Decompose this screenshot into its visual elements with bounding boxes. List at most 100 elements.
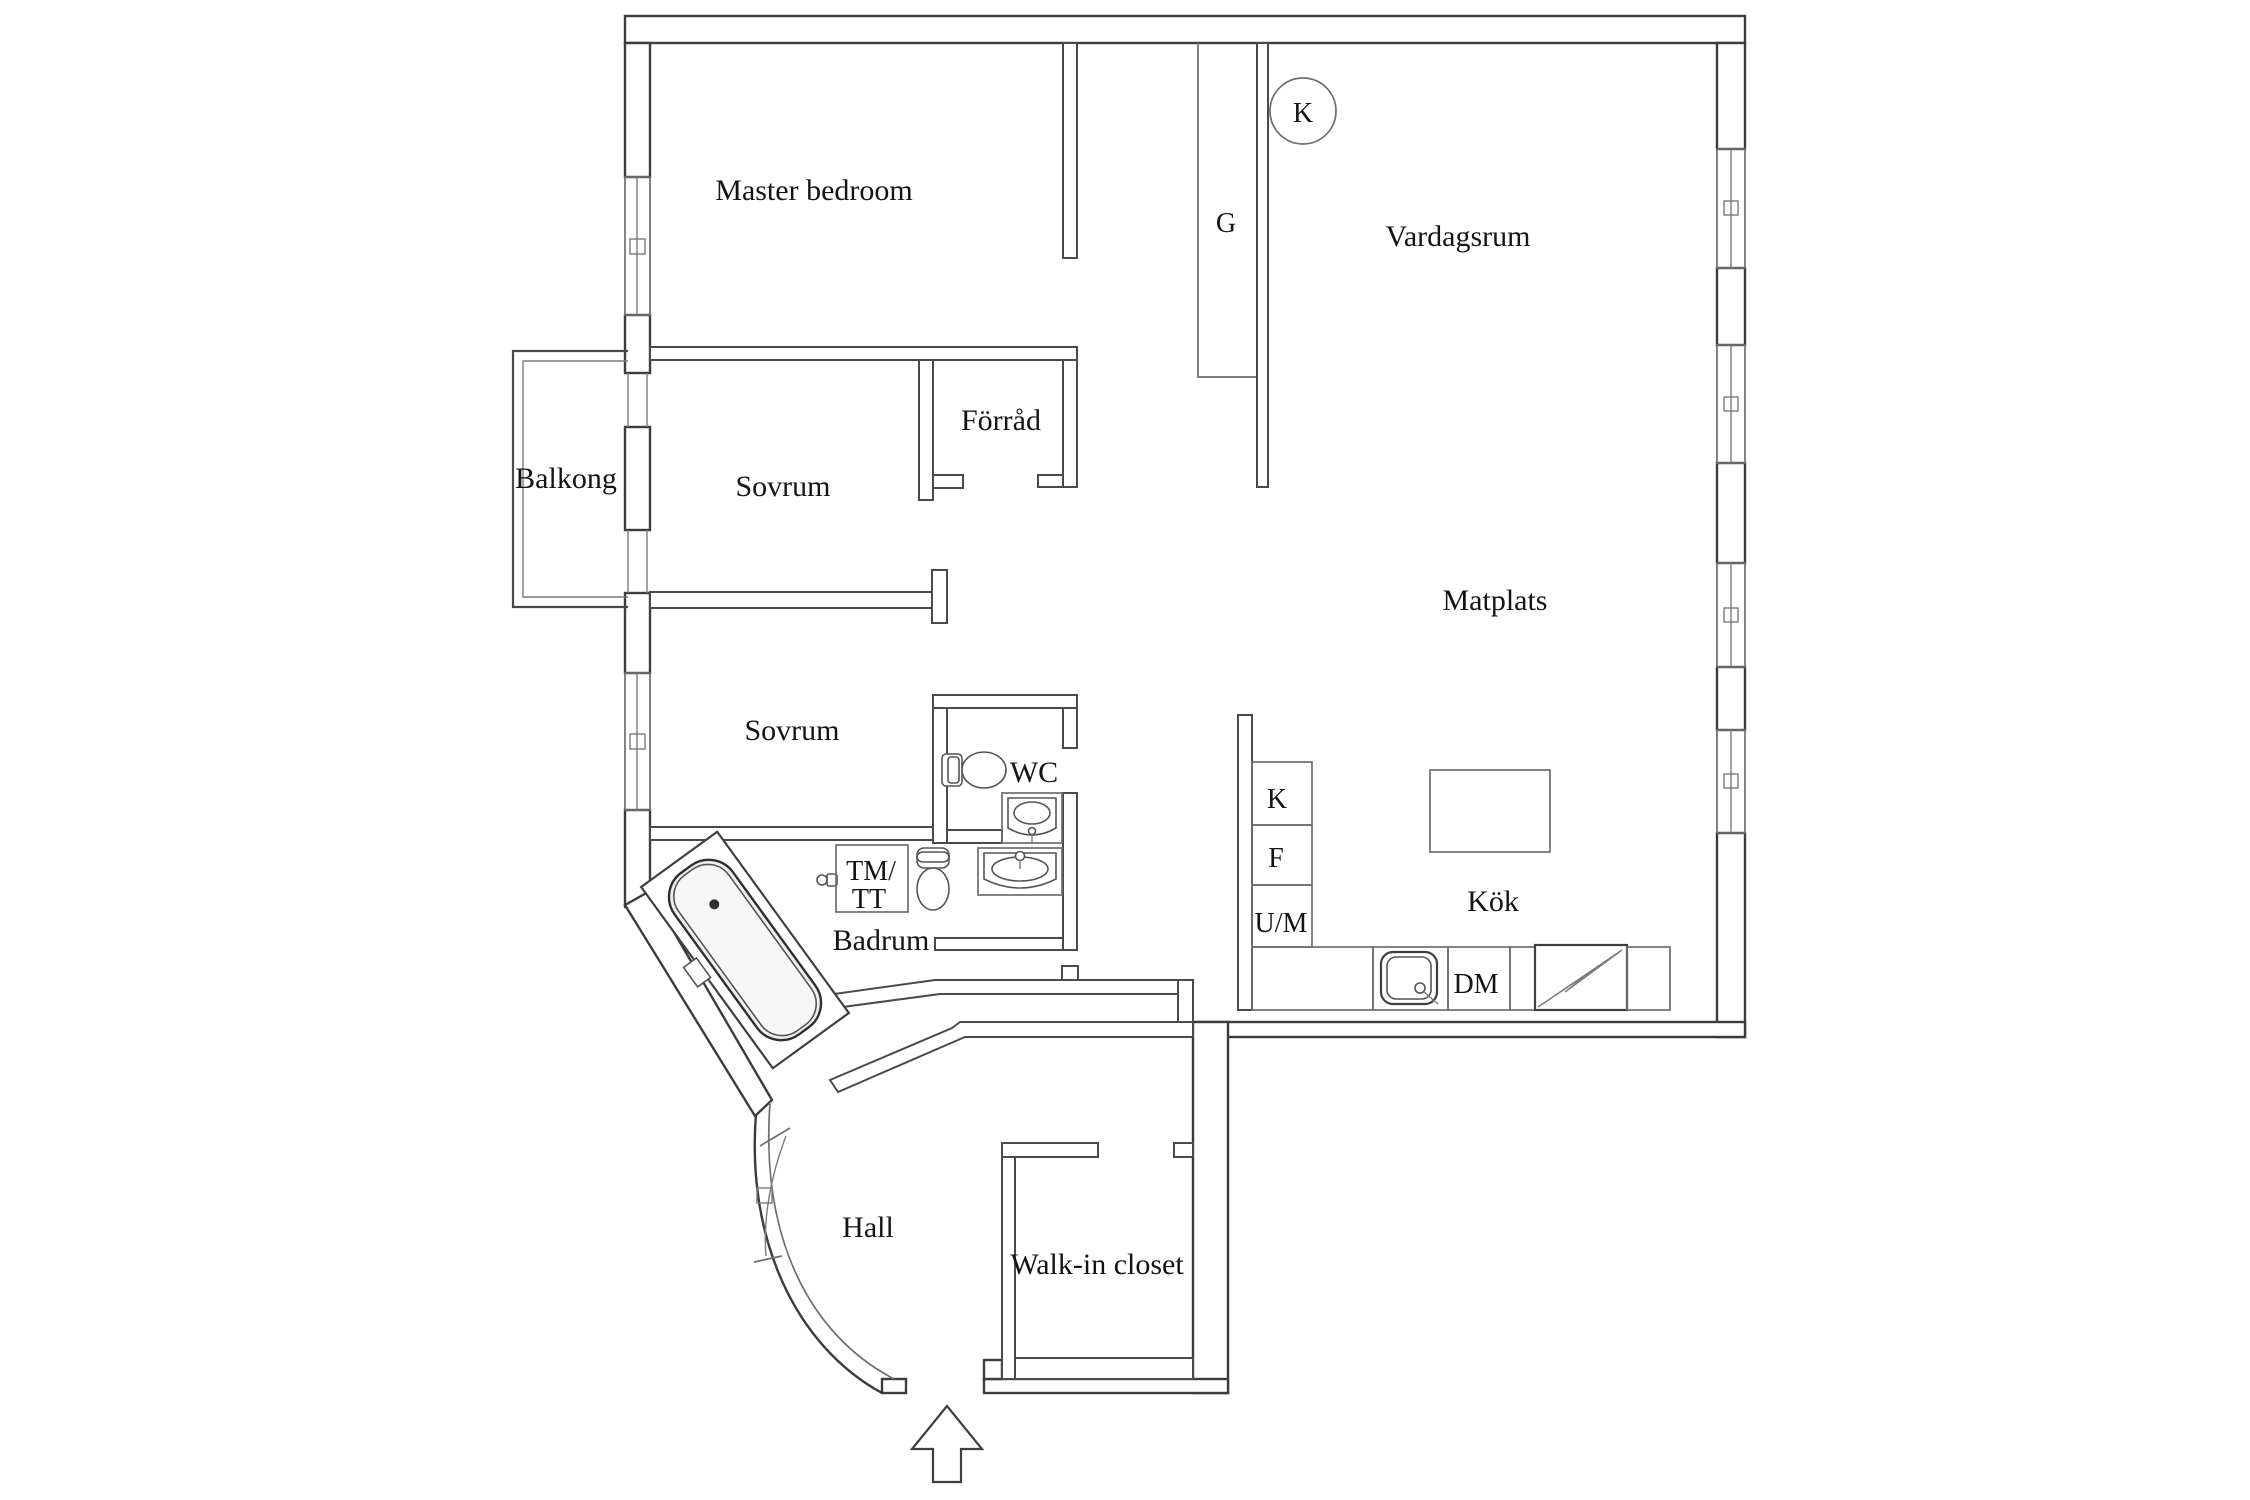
- faucet-icon: [816, 873, 838, 887]
- room-label-hall: Hall: [842, 1211, 894, 1244]
- wall-sovrum2-south: [649, 826, 948, 841]
- exterior-walls: [623, 14, 1747, 1395]
- counter: [1509, 946, 1536, 1011]
- sink-icon: [977, 847, 1063, 896]
- wall-right: [1715, 461, 1747, 565]
- window-mullion: [629, 733, 646, 750]
- marker-freezer: F: [1268, 843, 1284, 874]
- wall-hall-arc-outer: [753, 1113, 883, 1395]
- kitchen-sink-icon: [1379, 950, 1439, 1006]
- wall-sovrum1-east: [918, 359, 934, 501]
- wall-closet-right: [1191, 1020, 1230, 1395]
- bathtub-icon: [639, 830, 851, 1070]
- wall-closet-south: [1014, 1357, 1194, 1380]
- window-mullion: [1723, 773, 1739, 789]
- wall-wc-north: [932, 694, 1078, 709]
- wall-wc-south: [946, 829, 1003, 844]
- wall-left: [623, 591, 652, 675]
- wall-entrance-jamb: [880, 1377, 908, 1395]
- room-label-sovrum-2: Sovrum: [744, 714, 839, 747]
- toilet-icon: [916, 847, 950, 911]
- wall-left: [623, 425, 652, 532]
- window-right-4: [1716, 729, 1746, 834]
- room-label-walk-in-closet: Walk-in closet: [1010, 1248, 1184, 1281]
- wall-right: [1715, 266, 1747, 347]
- fireplace-circle: [1269, 77, 1337, 145]
- wall-forrad-east: [1062, 359, 1078, 488]
- kitchen-island: [1429, 769, 1551, 853]
- room-label-kok: Kök: [1467, 885, 1519, 918]
- wall-divider-cap: [931, 569, 948, 624]
- marker-fridge: K: [1267, 784, 1287, 815]
- window-mullion: [1723, 607, 1739, 623]
- room-label-badrum: Badrum: [833, 924, 930, 957]
- wall-step: [982, 1358, 1004, 1381]
- door-jamb: [1173, 1142, 1194, 1158]
- wall-diagonal: [623, 889, 774, 1118]
- window-mullion: [629, 238, 646, 255]
- stove-icon: [1537, 949, 1623, 1008]
- window-mullion: [1723, 200, 1739, 216]
- room-label-vardagsrum: Vardagsrum: [1386, 220, 1531, 253]
- counter: [1626, 946, 1671, 1011]
- window-right-3: [1716, 562, 1746, 668]
- marker-fireplace: K: [1293, 98, 1313, 129]
- kitchen-units: [1251, 761, 1671, 1012]
- sink-icon: [1007, 797, 1057, 843]
- door-jamb: [1061, 965, 1079, 981]
- entrance-arrow: [909, 1404, 985, 1484]
- room-label-balkong: Balkong: [515, 462, 617, 495]
- door-jamb: [932, 474, 964, 489]
- wall-top: [623, 14, 1747, 45]
- wc-fixtures: [941, 751, 1057, 843]
- marker-laundry-line1: TM/: [846, 856, 896, 887]
- wall-master-south: [649, 346, 1078, 361]
- wall-sovrum-divider: [649, 591, 933, 609]
- window-right-2: [1716, 344, 1746, 464]
- wall-closet-north: [1001, 1142, 1099, 1158]
- window-sovrum2-left: [624, 672, 651, 811]
- wall-badrum-east: [1062, 792, 1078, 951]
- wall-hall-arc-inner: [768, 1101, 895, 1380]
- wall-right: [1715, 41, 1747, 151]
- room-label-forrad: Förråd: [961, 404, 1041, 437]
- toilet-icon: [941, 751, 1007, 789]
- balcony: [511, 349, 628, 609]
- labels: Master bedroom Vardagsrum Matplats Balko…: [515, 98, 1547, 1281]
- hall-window-ticks: [753, 1127, 791, 1263]
- interior-walls: [649, 42, 1269, 1380]
- windows: [624, 148, 1746, 834]
- balcony-door-frames: [627, 373, 648, 593]
- marker-dishwasher: DM: [1453, 969, 1498, 1000]
- wall-bottom: [982, 1377, 1230, 1395]
- marker-laundry-line2: TT: [852, 884, 886, 915]
- room-label-master-bedroom: Master bedroom: [715, 174, 912, 207]
- wall-corridor-south: [828, 1021, 1194, 1094]
- window-mullion: [1723, 396, 1739, 412]
- counter: [1251, 946, 1374, 1011]
- window-master-left: [624, 176, 651, 316]
- wall-bottom-right: [1191, 1020, 1747, 1039]
- wall-right: [1715, 665, 1747, 732]
- marker-oven-micro: U/M: [1255, 908, 1308, 939]
- balcony-outer-rail: [511, 349, 628, 609]
- wall-right: [1715, 831, 1747, 1039]
- room-label-wc: WC: [1010, 756, 1058, 789]
- balcony-inner-rail: [522, 360, 628, 598]
- room-label-matplats: Matplats: [1443, 584, 1548, 617]
- wall-wc-east-stub: [1062, 707, 1078, 749]
- window-right-1: [1716, 148, 1746, 269]
- room-label-sovrum-1: Sovrum: [735, 470, 830, 503]
- hall-window-mullion: [756, 1187, 773, 1204]
- badrum-fixtures: [639, 830, 1063, 1070]
- marker-garderob: G: [1216, 208, 1236, 239]
- laundry-niche: [835, 844, 909, 913]
- wall-kitchen-partition: [1237, 714, 1253, 1011]
- wall-badrum-south: [934, 937, 1064, 951]
- door-jamb: [1037, 474, 1064, 488]
- wall-vardagsrum-west: [1256, 42, 1269, 488]
- wall-left: [623, 41, 652, 179]
- wall-corridor-connector: [1177, 979, 1194, 1023]
- closet-g-outline: [1197, 43, 1257, 378]
